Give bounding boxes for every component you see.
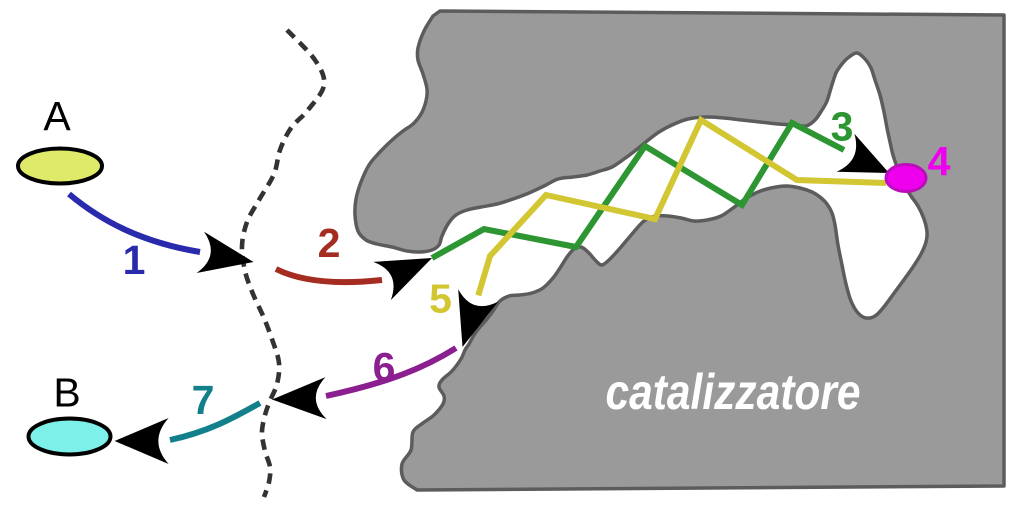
svg-text:5: 5 — [429, 276, 452, 322]
svg-text:6: 6 — [373, 344, 396, 390]
svg-text:1: 1 — [123, 237, 146, 283]
svg-text:4: 4 — [928, 138, 951, 184]
svg-text:B: B — [53, 370, 80, 416]
svg-text:7: 7 — [192, 377, 215, 423]
svg-text:A: A — [43, 93, 71, 139]
svg-text:3: 3 — [831, 104, 854, 150]
svg-text:catalizzatore: catalizzatore — [606, 364, 861, 420]
svg-text:2: 2 — [318, 220, 341, 266]
